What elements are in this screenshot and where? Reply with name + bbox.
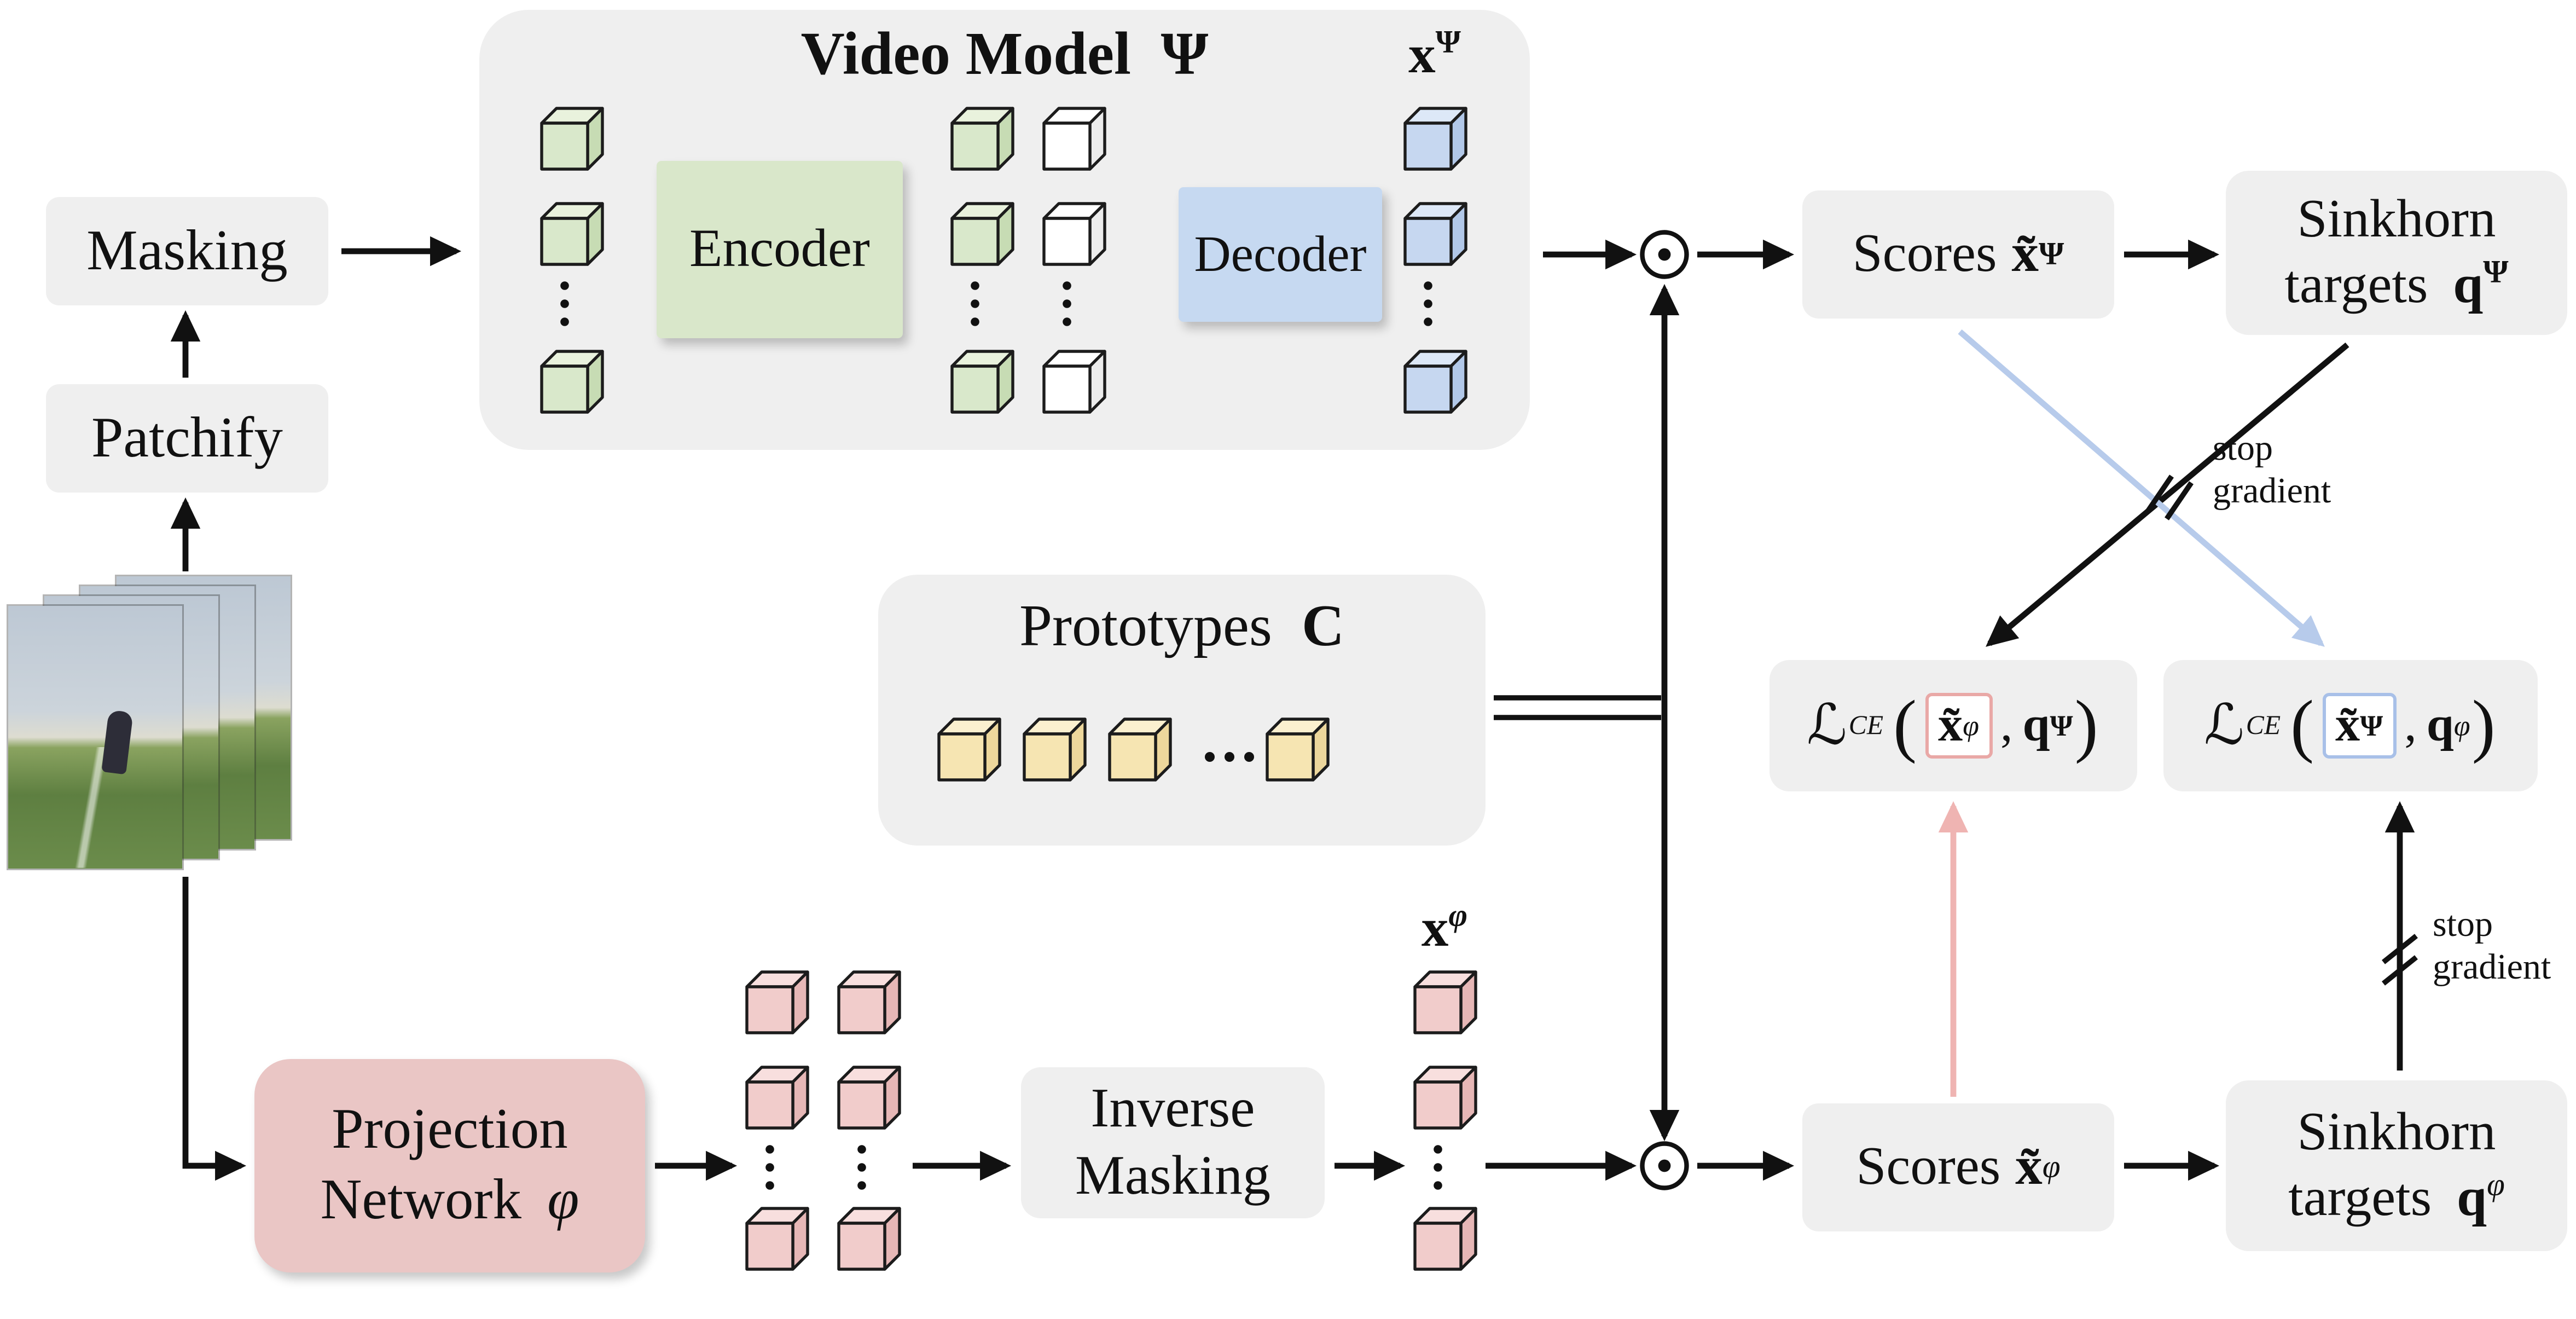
encoder-label: Encoder bbox=[689, 219, 870, 279]
stop-text: stop bbox=[2213, 427, 2273, 468]
q-symbol: q bbox=[2022, 698, 2050, 752]
stop-gradient-label-lower: stop gradient bbox=[2433, 903, 2551, 988]
q-symbol: q bbox=[2456, 1169, 2487, 1228]
gradient-text: gradient bbox=[2433, 945, 2551, 987]
q-symbol: q bbox=[2426, 698, 2454, 752]
scores-psi-highlight: x̃Ψ bbox=[2322, 693, 2397, 759]
open-paren: ( bbox=[2290, 687, 2314, 765]
targets-text: targets bbox=[2284, 256, 2428, 315]
person-figure bbox=[102, 709, 134, 775]
projection-line2: Network φ bbox=[321, 1166, 579, 1236]
sinkhorn-line2: targets qΨ bbox=[2284, 253, 2508, 319]
comma: , bbox=[2000, 698, 2013, 752]
scores-label: Scores bbox=[1852, 224, 1997, 284]
x-sup: φ bbox=[1448, 898, 1468, 934]
psi-symbol: Ψ bbox=[1161, 21, 1209, 89]
sinkhorn-line1: Sinkhorn bbox=[2297, 190, 2496, 250]
sinkhorn-line1: Sinkhorn bbox=[2297, 1103, 2496, 1162]
encoder-box: Encoder bbox=[657, 161, 903, 338]
prototypes-panel bbox=[878, 575, 1486, 846]
arrow-frames-to-projection bbox=[182, 877, 247, 1181]
scores-phi-highlight: x̃φ bbox=[1925, 693, 1992, 759]
inverse-masking-line2: Masking bbox=[1075, 1146, 1270, 1207]
q-sup: φ bbox=[2487, 1167, 2505, 1204]
psi-output-label: xΨ bbox=[1385, 26, 1484, 87]
prototypes-title: Prototypes C bbox=[878, 591, 1486, 660]
phi-output-tokens bbox=[1415, 972, 1476, 1269]
phi-symbol: φ bbox=[547, 1167, 579, 1231]
masking-box: Masking bbox=[46, 197, 328, 305]
scores-phi-box: Scores x̃φ bbox=[1802, 1103, 2114, 1231]
q-symbol: q bbox=[2453, 256, 2484, 315]
q-sup: Ψ bbox=[2483, 254, 2509, 291]
video-model-title-text: Video Model bbox=[800, 21, 1131, 89]
inverse-masking-line1: Inverse bbox=[1090, 1078, 1255, 1139]
network-text: Network bbox=[320, 1167, 522, 1231]
stop-text: stop bbox=[2433, 903, 2493, 944]
projection-output-tokens bbox=[747, 972, 900, 1269]
stop-gradient-slashes-upper bbox=[2145, 475, 2194, 520]
loss-symbol: ℒ bbox=[2204, 696, 2244, 757]
x-symbol: x bbox=[1421, 900, 1449, 959]
stop-gradient-slashes-lower bbox=[2382, 934, 2418, 986]
projection-network-box: Projection Network φ bbox=[254, 1059, 645, 1272]
x-symbol: x bbox=[1408, 26, 1436, 85]
video-model-title: Video Model Ψ bbox=[479, 20, 1530, 90]
decoder-label: Decoder bbox=[1194, 225, 1367, 282]
gradient-text: gradient bbox=[2213, 469, 2331, 511]
comma: , bbox=[2404, 698, 2417, 752]
loss-symbol: ℒ bbox=[1807, 696, 1847, 757]
close-paren: ) bbox=[2471, 687, 2496, 765]
x-tilde: x̃ bbox=[2015, 1137, 2043, 1196]
scores-psi-box: Scores x̃Ψ bbox=[1802, 190, 2114, 319]
sinkhorn-psi-box: Sinkhorn targets qΨ bbox=[2226, 171, 2567, 335]
projection-line1: Projection bbox=[332, 1097, 568, 1161]
stop-gradient-label-upper: stop gradient bbox=[2213, 427, 2331, 512]
sinkhorn-phi-box: Sinkhorn targets qφ bbox=[2226, 1080, 2567, 1251]
inverse-masking-box: Inverse Masking bbox=[1021, 1067, 1325, 1218]
patchify-label: Patchify bbox=[91, 406, 283, 470]
open-paren: ( bbox=[1893, 687, 1917, 765]
video-frame bbox=[7, 604, 184, 870]
patchify-box: Patchify bbox=[46, 384, 328, 493]
c-symbol: C bbox=[1302, 593, 1344, 658]
decoder-box: Decoder bbox=[1179, 187, 1382, 322]
targets-text: targets bbox=[2288, 1169, 2432, 1228]
phi-output-label: xφ bbox=[1395, 900, 1494, 961]
x-tilde: x̃ bbox=[2011, 224, 2039, 284]
prototypes-title-text: Prototypes bbox=[1019, 593, 1272, 658]
close-paren: ) bbox=[2074, 687, 2098, 765]
sinkhorn-line2: targets qφ bbox=[2288, 1166, 2505, 1232]
odot-operator-bottom bbox=[1640, 1141, 1689, 1190]
masking-label: Masking bbox=[86, 218, 288, 282]
x-sup: Ψ bbox=[1435, 25, 1461, 61]
scores-label: Scores bbox=[1856, 1137, 2001, 1196]
odot-operator-top bbox=[1640, 230, 1689, 279]
x-tilde: x̃ bbox=[2335, 698, 2360, 752]
x-tilde: x̃ bbox=[1938, 698, 1963, 752]
